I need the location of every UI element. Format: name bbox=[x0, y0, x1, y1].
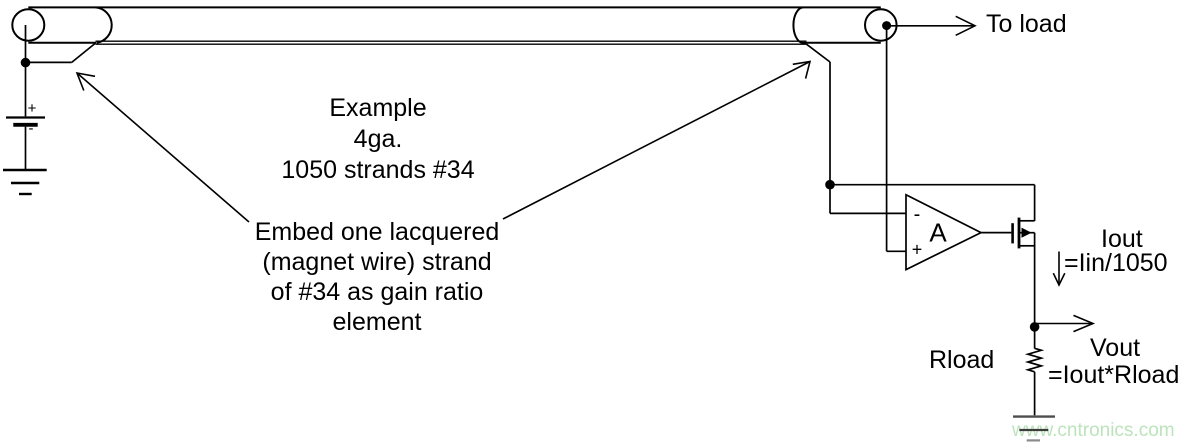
sense-strand-right-tap bbox=[805, 43, 1036, 221]
vout-label: Vout bbox=[1090, 334, 1141, 362]
cable-right-jacket-edge bbox=[792, 6, 804, 44]
ground-symbol-right bbox=[1013, 415, 1055, 442]
junction-dot bbox=[1029, 322, 1040, 332]
embed-strand-note: Embed one lacquered (magnet wire) strand… bbox=[254, 218, 500, 336]
cable-left-end-face bbox=[11, 8, 46, 42]
mosfet-body-arrow bbox=[1021, 227, 1032, 238]
cable-spec-note: Example 4ga. 1050 strands #34 bbox=[281, 94, 475, 184]
vout-formula-label: =Iout*Rload bbox=[1048, 361, 1180, 389]
junction-dot bbox=[882, 21, 892, 31]
ground-symbol-left bbox=[3, 168, 47, 196]
junction-dot bbox=[825, 179, 835, 190]
battery-minus-label: - bbox=[28, 120, 34, 138]
pointer-arrow-right bbox=[502, 60, 812, 220]
cable-left-jacket-edge bbox=[95, 6, 113, 44]
battery-plus-label: + bbox=[27, 100, 37, 118]
opamp-symbol bbox=[905, 193, 1012, 271]
iout-arrow bbox=[1052, 251, 1066, 287]
rload-label: Rload bbox=[929, 346, 995, 374]
vout-arrow bbox=[1036, 314, 1096, 333]
pointer-arrow-left bbox=[75, 71, 250, 223]
rload-resistor bbox=[1024, 347, 1045, 416]
opamp-inverting-label: - bbox=[913, 203, 921, 226]
main-conductor-tap bbox=[885, 25, 906, 253]
iout-formula-label: =Iin/1050 bbox=[1064, 249, 1168, 277]
watermark-text: www.cntronics.com bbox=[1012, 420, 1175, 441]
cable-graphic bbox=[11, 6, 898, 45]
junction-dot bbox=[20, 57, 31, 68]
sense-strand-left-tap bbox=[25, 42, 96, 64]
iout-label: Iout bbox=[1101, 225, 1143, 253]
opamp-gain-label: A bbox=[929, 217, 947, 248]
opamp-noninverting-label: + bbox=[911, 239, 923, 260]
to-load-label: To load bbox=[986, 10, 1067, 38]
to-load-arrow bbox=[886, 15, 977, 37]
battery-symbol bbox=[6, 25, 45, 169]
